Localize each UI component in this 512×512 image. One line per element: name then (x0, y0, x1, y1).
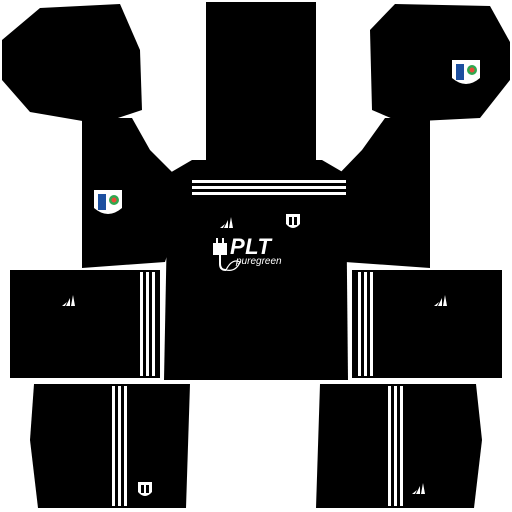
shorts-left-stripe-3 (124, 386, 127, 506)
adidas-logo-icon (434, 295, 447, 306)
adidas-logo-icon (220, 217, 233, 228)
right-sleeve-stripe-3 (370, 272, 373, 376)
body-stripe-3 (192, 192, 346, 195)
league-badge-icon (94, 190, 122, 214)
club-crest-icon (286, 214, 300, 228)
league-badge-icon (452, 60, 480, 84)
left-lower-sleeve (10, 270, 160, 378)
shorts-right-stripe-3 (400, 386, 403, 506)
shorts-left-stripe-1 (112, 386, 115, 506)
shorts-right-stripe-2 (394, 386, 397, 506)
plug-icon (213, 238, 227, 271)
shorts-left-stripe-2 (118, 386, 121, 506)
shorts-right (316, 384, 482, 508)
left-sleeve-stripe-1 (140, 272, 143, 376)
body-stripe-1 (192, 180, 346, 183)
adidas-logo-icon (412, 483, 425, 494)
body-stripe-2 (192, 186, 346, 189)
shirt-body (164, 160, 348, 380)
collar-piece (206, 2, 316, 170)
shorts-left (30, 384, 190, 508)
shirt-right-panel (325, 118, 430, 268)
right-sleeve-top (2, 4, 142, 124)
right-sleeve-stripe-2 (364, 272, 367, 376)
shirt-left-panel (82, 118, 185, 268)
leaf-icon (225, 260, 241, 271)
left-sleeve-stripe-3 (152, 272, 155, 376)
left-sleeve-stripe-2 (146, 272, 149, 376)
sponsor-tagline: puregreen (236, 256, 282, 267)
right-sleeve-stripe-1 (358, 272, 361, 376)
adidas-logo-icon (62, 295, 75, 306)
right-lower-sleeve (352, 270, 502, 378)
shorts-right-stripe-1 (388, 386, 391, 506)
left-sleeve-top (370, 4, 510, 122)
club-crest-icon (138, 482, 152, 496)
sponsor-name: PLT (230, 234, 272, 259)
